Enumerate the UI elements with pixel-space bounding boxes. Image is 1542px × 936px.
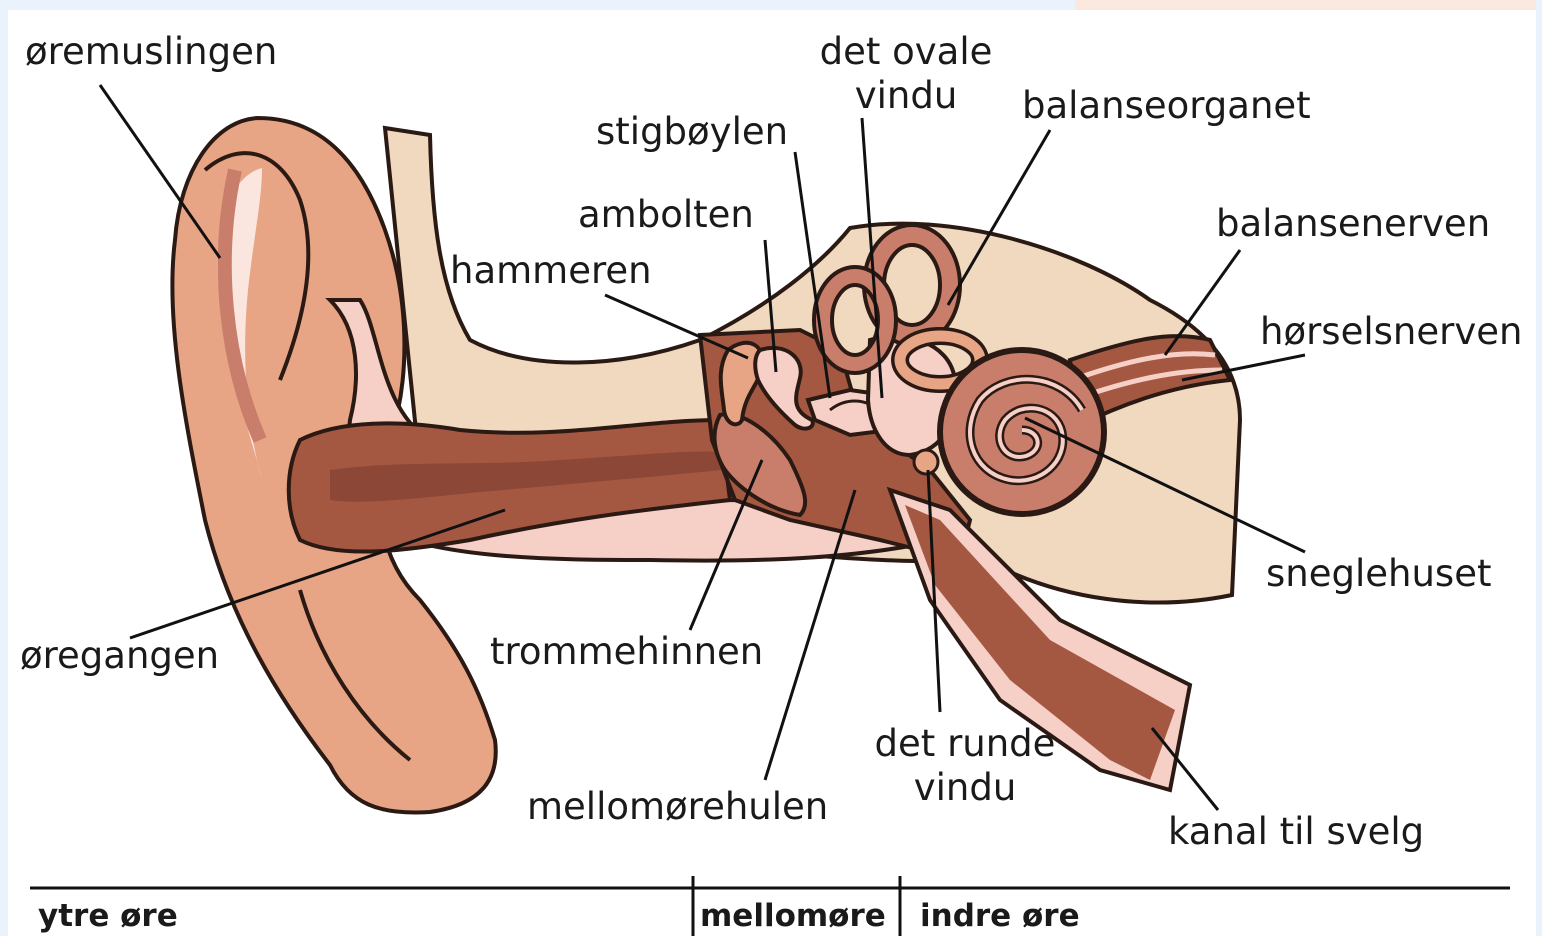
label-balanseorganet: balanseorganet	[1022, 84, 1311, 128]
label-oregangen: øregangen	[20, 634, 219, 678]
label-horselsnerven: hørselsnerven	[1260, 310, 1522, 354]
label-det-runde-vindu-line2: vindu	[860, 766, 1070, 810]
section-indre-ore: indre øre	[920, 898, 1080, 934]
section-ytre-ore: ytre øre	[38, 898, 178, 934]
label-kanal-til-svelg: kanal til svelg	[1168, 810, 1424, 854]
round-window	[914, 450, 938, 474]
section-mellomore: mellomøre	[700, 898, 886, 934]
label-trommehinnen: trommehinnen	[490, 630, 763, 674]
label-det-runde-vindu-line1: det runde	[860, 722, 1070, 766]
label-stigboylen: stigbøylen	[596, 110, 788, 154]
label-mellomorehulen: mellomørehulen	[527, 785, 828, 829]
label-hammeren: hammeren	[450, 249, 652, 293]
label-sneglehuset: sneglehuset	[1266, 552, 1491, 596]
label-oremuslingen: øremuslingen	[25, 30, 277, 74]
label-det-ovale-vindu-line2: vindu	[806, 74, 1006, 118]
label-balansenerven: balansenerven	[1216, 202, 1490, 246]
label-ambolten: ambolten	[578, 193, 754, 237]
label-det-ovale-vindu-line1: det ovale	[806, 30, 1006, 74]
